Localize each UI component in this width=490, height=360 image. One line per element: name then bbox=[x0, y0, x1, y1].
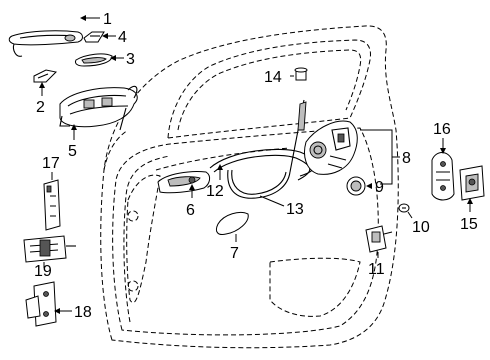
callout-11: 11 bbox=[368, 261, 385, 278]
part-13-cable-assembly bbox=[209, 99, 316, 199]
callout-7: 7 bbox=[230, 245, 239, 262]
callout-6: 6 bbox=[186, 202, 195, 219]
part-15-striker bbox=[459, 165, 485, 201]
callout-3: 3 bbox=[126, 51, 135, 68]
callout-17: 17 bbox=[42, 155, 60, 172]
part-10-screw bbox=[398, 203, 410, 213]
callout-19: 19 bbox=[34, 263, 52, 280]
door-window-inner bbox=[177, 49, 362, 131]
door-hinge-edge bbox=[103, 129, 129, 171]
callout-labels: 1 2 3 4 5 6 7 8 9 10 11 12 13 14 15 16 1… bbox=[34, 11, 478, 321]
part-5-handle-frame bbox=[59, 85, 138, 131]
door-inner-cutout-3 bbox=[155, 147, 291, 171]
callout-13: 13 bbox=[286, 201, 304, 218]
door-inner-edge bbox=[123, 155, 171, 323]
callout-4: 4 bbox=[118, 29, 127, 46]
callout-10: 10 bbox=[412, 219, 430, 236]
callout-16: 16 bbox=[433, 121, 451, 138]
callout-1: 1 bbox=[103, 11, 112, 28]
part-8-door-lock-assembly bbox=[304, 120, 358, 175]
callout-15: 15 bbox=[460, 216, 478, 233]
door-inner-cutout-1 bbox=[126, 174, 161, 303]
callout-5: 5 bbox=[68, 143, 77, 160]
door-panel bbox=[100, 25, 399, 349]
callout-2: 2 bbox=[36, 99, 45, 116]
callout-14: 14 bbox=[264, 69, 282, 86]
part-17-hinge bbox=[43, 179, 61, 231]
leader-lines bbox=[39, 15, 473, 314]
door-inner-panel bbox=[112, 127, 379, 336]
door-hole-1 bbox=[127, 210, 139, 222]
door-frame-outer bbox=[100, 25, 399, 349]
door-hole-2 bbox=[127, 280, 139, 292]
part-14-clip bbox=[294, 67, 308, 81]
part-6-inner-handle bbox=[157, 171, 211, 194]
callout-8: 8 bbox=[402, 150, 411, 167]
part-16-striker-cover bbox=[431, 152, 455, 201]
part-3-handle-cover bbox=[75, 53, 113, 67]
door-window-frame bbox=[167, 39, 371, 139]
part-4-handle-cap bbox=[83, 31, 105, 43]
part-9-grommet bbox=[346, 176, 366, 196]
callout-9: 9 bbox=[375, 179, 384, 196]
callout-18: 18 bbox=[74, 304, 92, 321]
part-1-outer-handle bbox=[8, 30, 83, 57]
part-18-lower-hinge bbox=[25, 281, 57, 327]
part-19-door-check bbox=[23, 235, 76, 263]
callout-12: 12 bbox=[206, 183, 224, 200]
part-11-bracket bbox=[365, 225, 393, 253]
part-2-small-cover bbox=[33, 69, 58, 83]
part-7-handle-bezel bbox=[215, 211, 249, 235]
door-inner-cutout-2 bbox=[269, 257, 361, 317]
